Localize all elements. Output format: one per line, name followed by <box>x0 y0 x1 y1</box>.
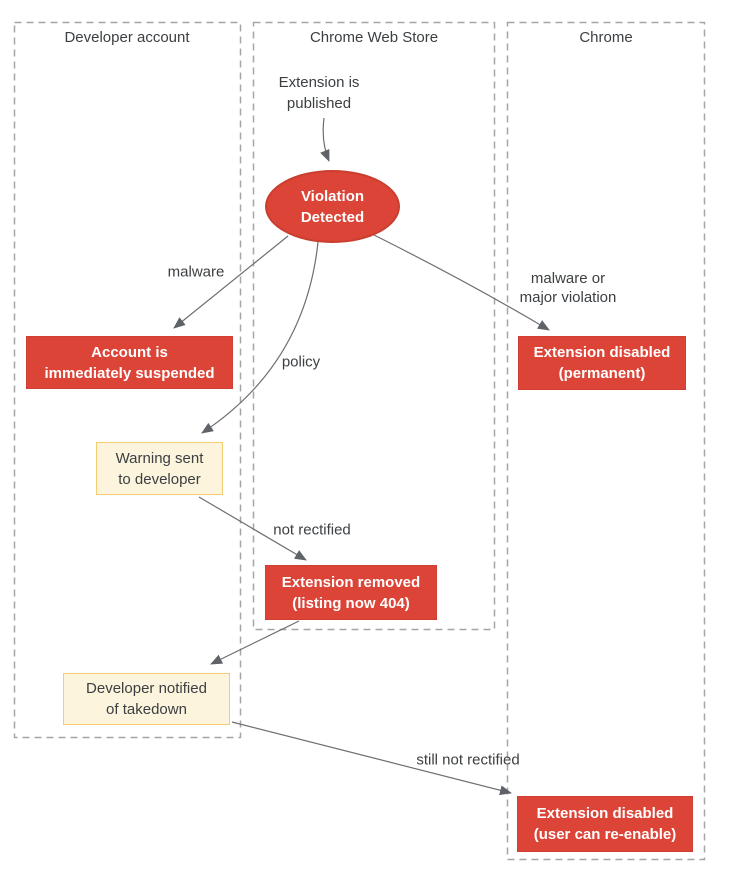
edge-label-policy: policy <box>281 353 321 371</box>
node-account-suspended: Account is immediately suspended <box>26 336 233 389</box>
node-violation-detected: Violation Detected <box>265 170 400 243</box>
lane-title-chrome-web-store: Chrome Web Store <box>309 29 439 46</box>
edge-label-still-not-rectified: still not rectified <box>416 751 520 769</box>
node-extension-disabled-reenable: Extension disabled (user can re-enable) <box>517 796 693 852</box>
node-extension-disabled-permanent: Extension disabled (permanent) <box>518 336 686 390</box>
node-warning-sent: Warning sent to developer <box>96 442 223 495</box>
lane-chrome-border <box>506 21 706 861</box>
edge-label-malware-or-major: malware or major violation <box>519 270 617 306</box>
node-developer-notified: Developer notified of takedown <box>63 673 230 725</box>
node-extension-published: Extension is published <box>278 74 360 112</box>
edge-label-malware: malware <box>167 263 225 281</box>
lane-title-chrome: Chrome <box>579 29 633 46</box>
arrow-published-to-violation <box>320 117 330 162</box>
node-extension-removed: Extension removed (listing now 404) <box>265 565 437 620</box>
lane-title-developer-account: Developer account <box>64 29 190 46</box>
edge-label-not-rectified: not rectified <box>273 521 351 539</box>
arrow-violation-to-suspended <box>173 235 289 329</box>
arrow-removed-to-notified <box>210 620 300 665</box>
